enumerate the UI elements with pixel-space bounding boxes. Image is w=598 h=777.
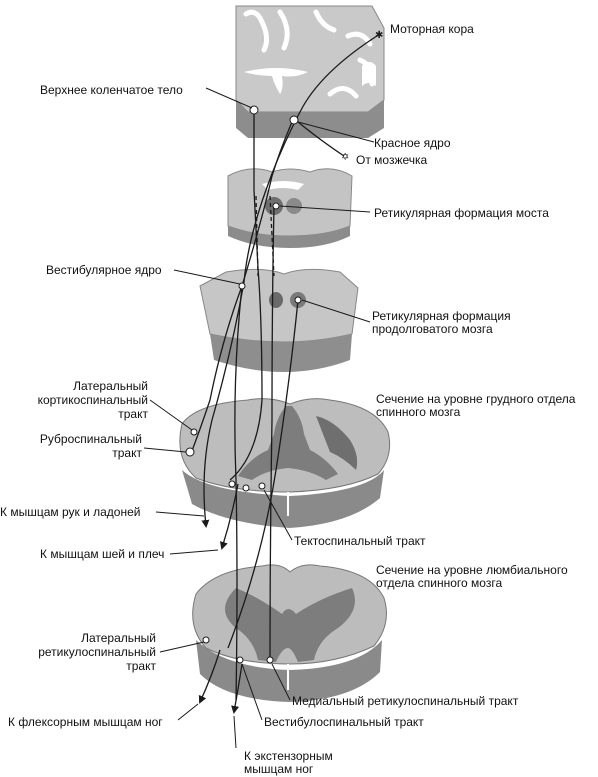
tectospinal-marker-3 xyxy=(258,482,266,490)
nucleus-markers xyxy=(185,105,302,664)
leader-lines xyxy=(143,87,375,749)
leader-hand-muscles xyxy=(155,511,205,517)
label-thoracic-section-line2: спинного мозга xyxy=(376,405,461,419)
medulla-section xyxy=(199,268,359,372)
pons-section xyxy=(227,168,353,248)
pontine-nucleus-right xyxy=(286,198,302,214)
vestibulospinal-marker xyxy=(236,656,244,664)
label-rubrospinal-line1: Руброспинальный xyxy=(39,432,142,446)
label-from-cerebellum: От мозжечка xyxy=(356,153,428,167)
cerebellum-star-icon: ✡ xyxy=(341,152,349,163)
leader-flexor xyxy=(177,703,199,721)
thoracic-dorsal-horn-right xyxy=(316,416,358,470)
label-lumbar-section-line1: Сечение на уровне люмбиального xyxy=(376,563,568,577)
tectospinal-marker-1 xyxy=(228,480,236,488)
label-to-extensor-line1: К экстензорным xyxy=(244,749,333,763)
lumbar-gray-matter xyxy=(225,588,355,662)
lateral-corticospinal-marker xyxy=(190,428,198,436)
red-nucleus-marker xyxy=(289,115,299,125)
leader-medullary-reticular xyxy=(301,299,371,323)
label-motor-cortex: Моторная кора xyxy=(390,22,474,36)
label-lateral-reticulospinal-line2: ретикулоспинальный xyxy=(38,645,156,659)
lateral-reticulospinal-marker xyxy=(202,636,210,644)
corticospinal-tract-line xyxy=(201,33,381,528)
label-tectospinal: Тектоспинальный тракт xyxy=(294,534,426,548)
label-lateral-reticulospinal-line3: тракт xyxy=(126,659,156,673)
pathway-lines xyxy=(189,33,381,714)
label-superior-colliculus: Верхнее коленчатое тело xyxy=(40,83,183,97)
lateral-ventricles xyxy=(244,68,308,94)
label-to-hand-muscles: К мышцам рук и ладоней xyxy=(0,505,141,519)
thoracic-side-face xyxy=(182,470,384,528)
leader-pontine-reticular xyxy=(279,205,371,213)
medullary-nucleus-left xyxy=(269,292,283,308)
neck-muscles-arrow xyxy=(219,483,239,550)
label-thoracic-section-line1: Сечение на уровне грудного отдела xyxy=(376,392,576,406)
leader-red-nucleus xyxy=(297,121,375,143)
flexor-muscles-arrow xyxy=(198,649,221,704)
label-lumbar-section-line2: отдела спинного мозга xyxy=(376,576,503,590)
label-vestibular-nucleus: Вестибулярное ядро xyxy=(46,263,162,277)
cortex-side-face xyxy=(236,100,384,138)
extensor-muscles-arrow xyxy=(231,663,243,714)
lumbar-cord-section xyxy=(192,564,387,702)
medulla-side-face xyxy=(210,334,352,372)
medullary-reticular-marker xyxy=(294,296,302,304)
rubrospinal-marker xyxy=(185,447,195,457)
lateral-reticulospinal-line xyxy=(227,299,299,649)
medial-reticulospinal-marker xyxy=(266,656,274,664)
third-ventricle xyxy=(362,62,376,86)
vestibular-nucleus-marker xyxy=(238,282,246,290)
tectospinal-marker-2 xyxy=(242,484,250,492)
label-medullary-reticular-line1: Ретикулярная формация xyxy=(372,309,511,323)
label-rubrospinal-line2: тракт xyxy=(112,446,142,460)
leader-tectospinal xyxy=(263,489,293,541)
cerebellar-input-line xyxy=(297,121,345,157)
label-lateral-corticospinal-line1: Латеральный xyxy=(73,379,148,393)
medial-reticulospinal-line xyxy=(269,205,275,661)
motor-cortex-star-icon: ✱ xyxy=(375,30,383,41)
leader-lateral-reticulospinal xyxy=(159,641,205,653)
thoracic-cord-section xyxy=(179,398,391,528)
leader-superior-colliculus xyxy=(205,87,253,109)
pontine-reticular-marker xyxy=(272,202,280,210)
star-markers: ✱ ✡ xyxy=(341,30,383,163)
label-medullary-reticular-line2: продолговатого мозга xyxy=(372,322,493,336)
label-lateral-reticulospinal-line1: Латеральный xyxy=(81,631,156,645)
label-medial-reticulospinal: Медиальный ретикулоспинальный тракт xyxy=(292,694,519,708)
dashed-projection-left xyxy=(255,195,259,277)
label-to-extensor-line2: мышцам ног xyxy=(244,762,314,776)
leader-vestibular xyxy=(173,269,241,285)
leader-medial-reticulospinal xyxy=(271,663,291,701)
label-to-neck-muscles: К мышцам шей и плеч xyxy=(40,547,165,561)
leader-lateral-corticospinal xyxy=(149,399,193,431)
label-red-nucleus: Красное ядро xyxy=(374,136,451,150)
leader-rubrospinal xyxy=(143,447,187,453)
tectospinal-tract-line xyxy=(229,112,263,481)
label-lateral-corticospinal-line3: тракт xyxy=(118,407,148,421)
dashed-projection-right xyxy=(269,195,275,277)
label-to-flexor-muscles: К флексорным мышцам ног xyxy=(8,715,163,729)
label-lateral-corticospinal-line2: кортикоспинальный xyxy=(37,393,148,407)
leader-extensor xyxy=(233,715,237,749)
fourth-ventricle-pons xyxy=(262,181,304,190)
leader-vestibulospinal xyxy=(241,663,263,721)
pons-side-face xyxy=(228,226,350,248)
cortex-gyri xyxy=(243,9,375,99)
leader-neck-muscles xyxy=(169,549,219,555)
thoracic-gray-matter xyxy=(238,406,338,480)
cortex-section xyxy=(235,5,385,138)
vestibulospinal-tract-line xyxy=(234,285,243,701)
label-pontine-reticular: Ретикулярная формация моста xyxy=(374,206,549,220)
label-vestibulospinal: Вестибулоспинальный тракт xyxy=(264,715,424,729)
